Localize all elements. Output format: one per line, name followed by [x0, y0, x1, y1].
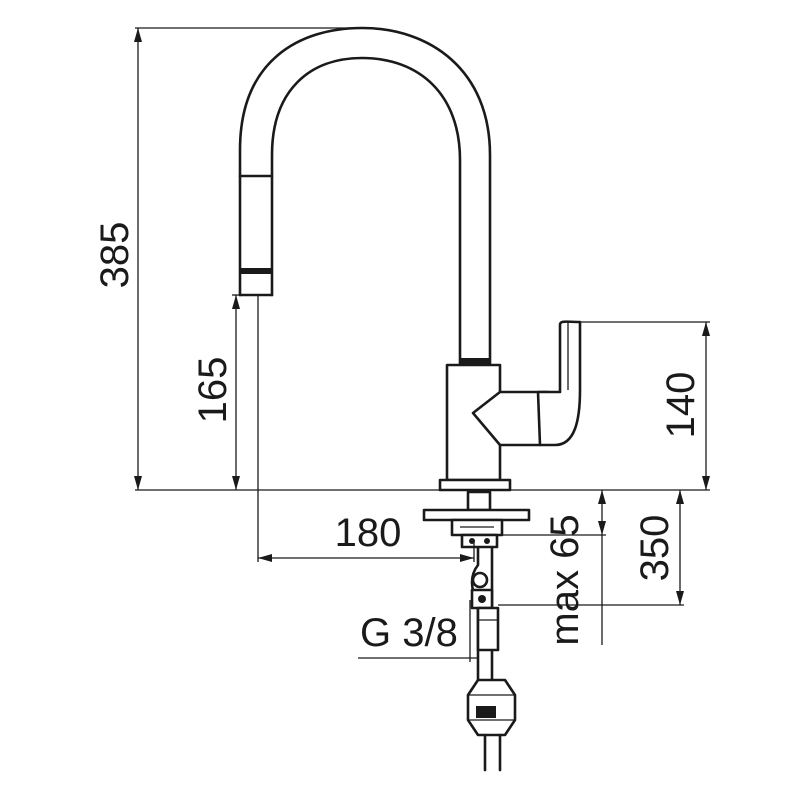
dim-65-arrow-bottom [598, 521, 606, 535]
hose-coupling-ring [471, 571, 489, 589]
dim-385-arrow-bottom [134, 476, 142, 490]
dim-165-arrow-bottom [232, 476, 240, 490]
dim-140-arrow-top [702, 322, 710, 336]
faucet-outline [238, 26, 582, 772]
spout-base-collar [460, 358, 490, 364]
hose-tail [483, 733, 502, 772]
dimension-lines [134, 27, 710, 662]
dim-65-label: max 65 [543, 514, 587, 645]
dim-350-arrow-bottom [676, 591, 684, 605]
dim-165-label: 165 [191, 357, 235, 424]
hose-weight-band [476, 706, 496, 718]
faucet-base-plate [438, 478, 512, 492]
mounting-washer [422, 508, 531, 522]
thread-connector [476, 606, 500, 652]
spout-tip-band [240, 268, 272, 274]
mounting-bracket [460, 533, 499, 549]
hose-coupling-dot [478, 595, 486, 603]
dim-180-label: 180 [335, 511, 402, 555]
mounting-shank [466, 490, 492, 512]
dim-65-arrow-top [598, 490, 606, 504]
spout-outer-outline [238, 26, 492, 367]
dim-350-arrow-top [676, 490, 684, 504]
lever-cap [536, 320, 582, 447]
spout-inner-outline [270, 56, 462, 367]
dim-180-arrow-right [460, 554, 474, 562]
dim-140-arrow-bottom [702, 476, 710, 490]
dim-350-label: 350 [633, 515, 677, 582]
dim-165-arrow-top [232, 295, 240, 309]
bracket-screw-right [484, 538, 490, 544]
dim-140-label: 140 [659, 372, 703, 439]
dimension-labels: 385 165 180 140 350 max 65 G 3/8 [93, 222, 703, 655]
dim-thread-label: G 3/8 [360, 611, 458, 655]
dim-180-arrow-left [258, 554, 272, 562]
dim-385-arrow-top [134, 28, 142, 42]
dim-385-label: 385 [93, 222, 137, 289]
